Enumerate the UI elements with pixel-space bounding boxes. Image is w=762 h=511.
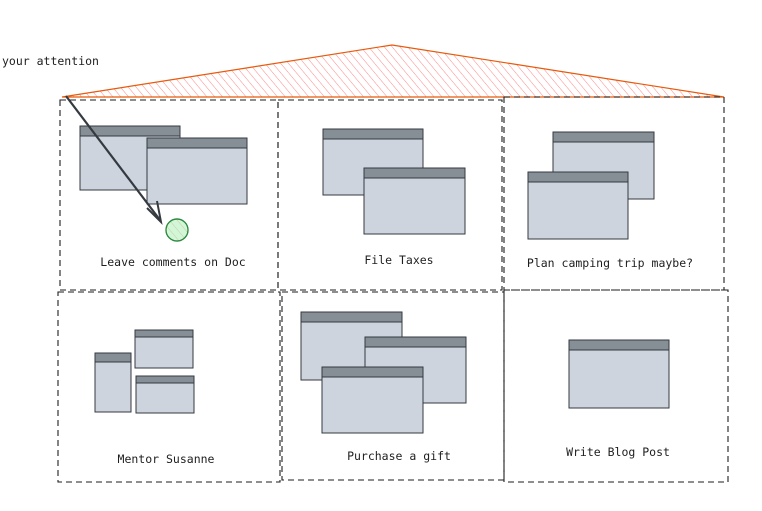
- cell-blog-post: [503, 289, 729, 483]
- cell-label: Write Blog Post: [566, 445, 670, 459]
- window-icon: [527, 171, 629, 240]
- cell-label: Mentor Susanne: [118, 452, 215, 466]
- cell-label: Plan camping trip maybe?: [527, 256, 693, 270]
- window-icon: [94, 352, 132, 413]
- window-icon: [134, 329, 194, 369]
- callout-text: your attention: [2, 54, 99, 68]
- window-icon: [135, 375, 195, 414]
- window-icon: [568, 339, 670, 409]
- window-icon: [321, 366, 424, 434]
- cell-label: Purchase a gift: [347, 449, 451, 463]
- arrow-head-icon: [146, 200, 163, 226]
- cell-label: Leave comments on Doc: [100, 255, 245, 269]
- focus-dot-fill: [167, 220, 187, 240]
- window-icon: [146, 137, 248, 205]
- cell-mentor: [57, 291, 281, 483]
- attention-arrow: [65, 95, 161, 221]
- roof: [61, 44, 725, 98]
- cell-label: File Taxes: [364, 253, 433, 267]
- window-icon: [363, 167, 466, 235]
- cell-file-taxes: [277, 99, 503, 291]
